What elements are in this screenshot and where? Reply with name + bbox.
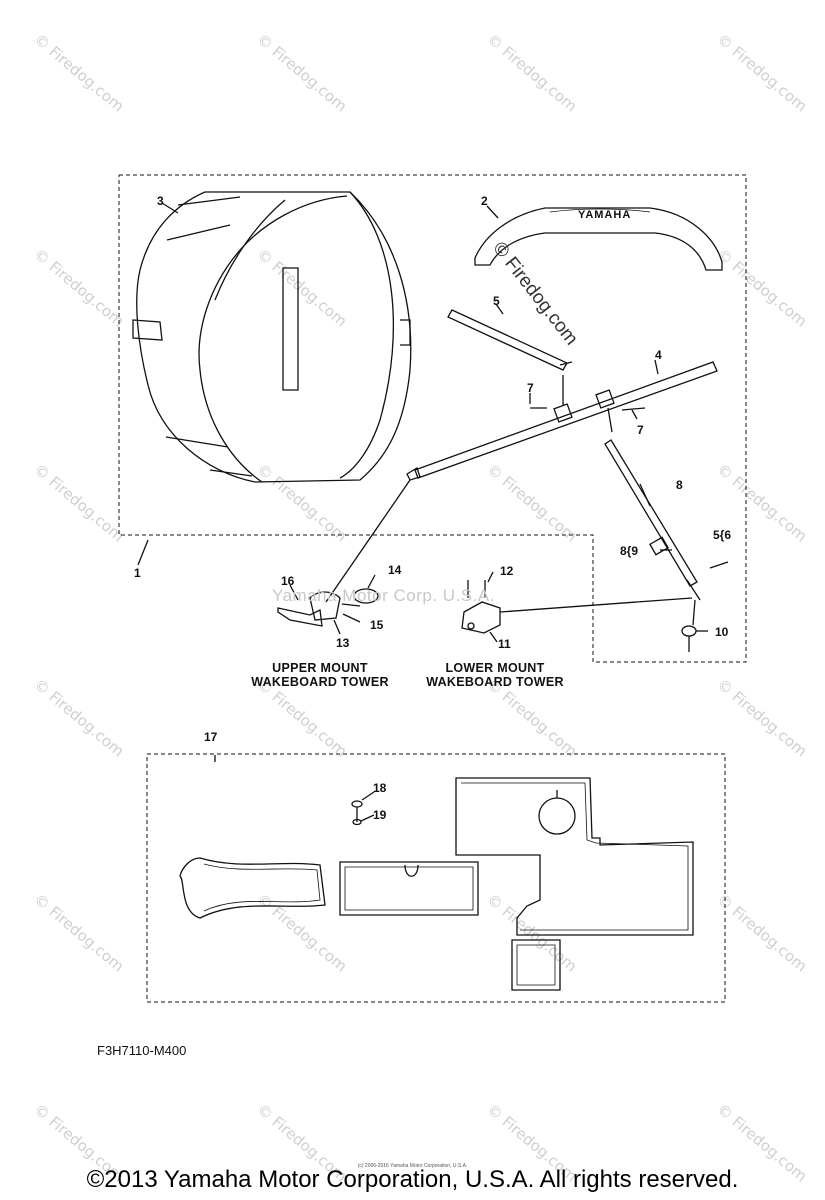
part-label: 8 <box>676 478 683 492</box>
part-label: 12 <box>500 564 514 578</box>
tube-part-4 <box>406 361 718 481</box>
part-label: 7 <box>527 381 534 395</box>
strut-part-8 <box>604 439 701 601</box>
lower-mount-assembly <box>461 571 501 643</box>
part-label: 3 <box>157 194 164 208</box>
part-label: 17 <box>204 730 218 744</box>
part-label: 14 <box>388 563 402 577</box>
cover-brand-text: YAMAHA <box>578 209 632 221</box>
diagram-code: F3H7110-M400 <box>97 1043 187 1058</box>
center-watermark: Yamaha Motor Corp. U.S.A. <box>272 586 495 605</box>
copyright-footer: ©2013 Yamaha Motor Corporation, U.S.A. A… <box>86 1166 739 1193</box>
part-label: 4 <box>655 348 662 362</box>
group-1-outline <box>118 174 747 663</box>
upper-mount-caption: UPPER MOUNT WAKEBOARD TOWER <box>240 661 400 689</box>
lower-mount-caption-line1: LOWER MOUNT <box>445 661 545 675</box>
part-label: 8{9 <box>620 544 639 558</box>
part-label: 5 <box>493 294 500 308</box>
part-label: 13 <box>336 636 350 650</box>
part-label: 15 <box>370 618 384 632</box>
group-17-outline <box>146 753 726 1003</box>
part-label: 11 <box>498 637 511 651</box>
upper-mount-caption-line2: WAKEBOARD TOWER <box>251 675 389 689</box>
upper-mount-caption-line1: UPPER MOUNT <box>272 661 368 675</box>
part-label: 18 <box>373 781 387 795</box>
rod-part-5 <box>447 309 573 371</box>
knob-part-10 <box>681 625 708 652</box>
part-label: 19 <box>373 808 387 822</box>
lower-mount-caption-line2: WAKEBOARD TOWER <box>426 675 564 689</box>
upper-mount-assembly <box>277 574 379 635</box>
tiny-copyright: (c) 2006-2016 Yamaha Motor Corporation, … <box>357 1163 468 1169</box>
tower-pad-part-2 <box>474 207 723 271</box>
part-label: 7 <box>637 423 644 437</box>
part-label: 10 <box>715 625 729 639</box>
part-label: 1 <box>134 566 141 580</box>
part-label: 2 <box>481 194 488 208</box>
cover-part-3 <box>132 191 412 483</box>
lower-mount-caption: LOWER MOUNT WAKEBOARD TOWER <box>415 661 575 689</box>
part-label: 5{6 <box>713 528 732 542</box>
part-label: 16 <box>281 574 295 588</box>
mat-set-part-17 <box>179 755 694 991</box>
